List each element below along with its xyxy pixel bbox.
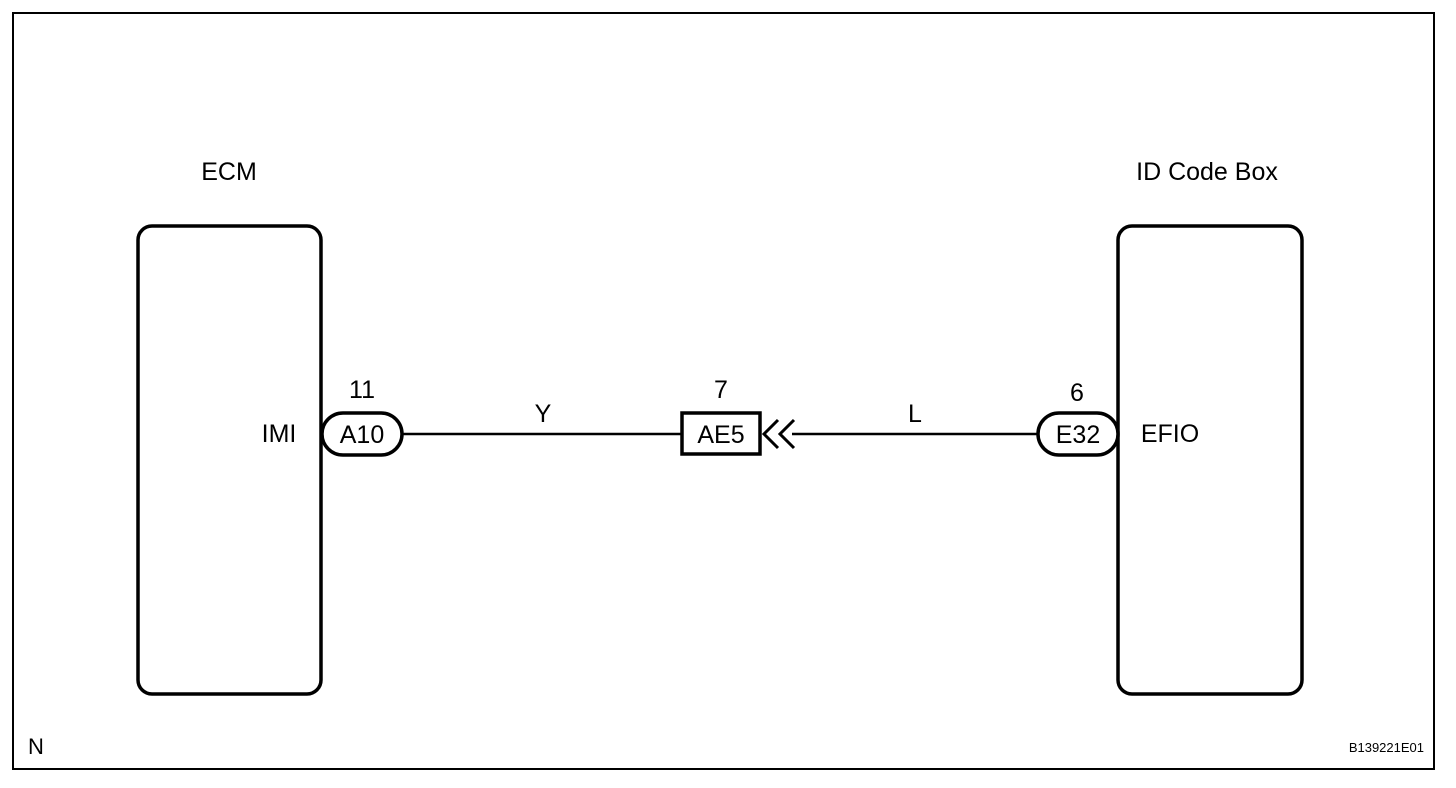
corner-label: N [28,734,44,759]
ecm-title: ECM [201,158,257,186]
diagram-frame [12,12,1435,770]
ecm-connector-label: A10 [340,421,384,449]
id-code-box-title: ID Code Box [1136,158,1278,186]
figure-id: B139221E01 [1349,740,1424,755]
id-code-box-connector-shape [1036,411,1120,457]
wire-left-color-label: Y [535,400,552,428]
id-code-box-pin-number: 6 [1070,379,1084,407]
id-code-box-connector-label: E32 [1056,421,1100,449]
ecm-connector-shape [320,411,404,457]
junction-pin-number: 7 [714,376,728,404]
junction-connector-shape [680,411,762,456]
chevron-icon [777,418,796,450]
ecm-terminal-label: IMI [262,420,297,448]
id-code-box-terminal-label: EFIO [1141,420,1199,448]
chevron-icon [761,418,780,450]
id-code-box-component [1116,224,1304,696]
junction-connector-label: AE5 [697,421,744,449]
ecm-pin-number: 11 [349,376,375,404]
ecm-component [136,224,323,696]
wire-right-color-label: L [908,400,922,428]
